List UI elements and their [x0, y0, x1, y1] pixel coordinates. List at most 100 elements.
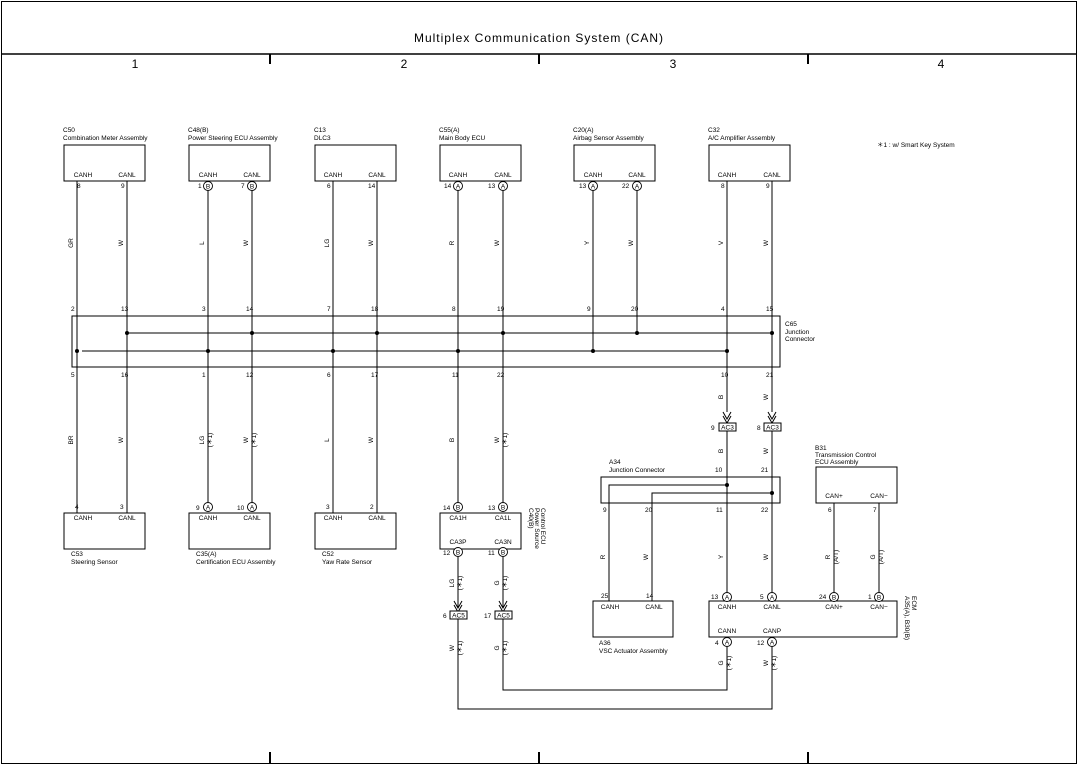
svg-text:Steering Sensor: Steering Sensor [71, 559, 118, 566]
wire-color: W [449, 644, 456, 651]
svg-text:C53: C53 [71, 551, 83, 558]
connector-ac3: AC3 AC3 9 8 [711, 411, 782, 432]
svg-text:B: B [456, 505, 460, 512]
wire-color: Y [718, 554, 725, 559]
svg-text:11: 11 [488, 550, 495, 557]
svg-text:A: A [770, 595, 775, 602]
svg-text:13: 13 [488, 183, 496, 190]
component-a36: CANH CANL 25 14 A36 VSC Actuator Assembl… [592, 593, 674, 655]
svg-text:C48(B): C48(B) [188, 127, 209, 134]
svg-text:10: 10 [237, 505, 245, 512]
svg-text:8: 8 [757, 425, 761, 432]
wire-color: W [118, 436, 125, 443]
svg-text:B: B [501, 505, 505, 512]
svg-text:Control ECU: Control ECU [539, 508, 546, 545]
svg-text:12: 12 [757, 640, 765, 647]
junction-pin-bottom: 11 [452, 372, 459, 379]
svg-text:9: 9 [603, 507, 607, 514]
svg-text:B: B [501, 550, 505, 557]
svg-text:Power Source: Power Source [533, 508, 540, 549]
svg-text:21: 21 [761, 467, 769, 474]
wire-color: R [600, 554, 607, 559]
wire-color: GR [68, 238, 75, 248]
svg-text:A: A [591, 184, 596, 191]
junction-a34: A34 Junction Connector 10 21 9 20 11 22 [600, 459, 781, 514]
svg-text:AC3: AC3 [721, 425, 734, 432]
junction-pin-bottom: 10 [721, 372, 729, 379]
component-c53: CANH CANL 4 3 C53 Steering Sensor [63, 504, 146, 566]
wire-color: L [324, 438, 331, 442]
svg-text:11: 11 [716, 507, 723, 514]
svg-text:5: 5 [760, 594, 764, 601]
svg-text:CANL: CANL [494, 172, 512, 179]
svg-text:CANH: CANH [199, 515, 218, 522]
svg-text:3: 3 [120, 504, 124, 511]
svg-text:13: 13 [579, 183, 587, 190]
svg-text:C65: C65 [785, 321, 797, 328]
svg-text:Combination Meter Assembly: Combination Meter Assembly [63, 135, 148, 142]
svg-text:A: A [725, 595, 730, 602]
svg-text:B: B [206, 184, 210, 191]
svg-text:8: 8 [77, 183, 81, 190]
svg-text:CANH: CANH [74, 515, 93, 522]
svg-text:CA1H: CA1H [449, 515, 467, 522]
svg-text:Transmission Control: Transmission Control [815, 452, 877, 459]
wire-color: LG [324, 239, 331, 248]
wire-color: W [628, 239, 635, 246]
svg-text:CANL: CANL [368, 172, 386, 179]
junction-pin-top: 4 [721, 306, 725, 313]
wire-color: Y [584, 240, 591, 245]
svg-text:CANL: CANL [243, 515, 261, 522]
svg-text:CANH: CANH [324, 515, 343, 522]
svg-text:7: 7 [241, 183, 245, 190]
note-star: (＊1) [207, 433, 214, 447]
junction-pin-top: 2 [71, 306, 75, 313]
junction-pin-bottom: 22 [497, 372, 505, 379]
junction-pin-top: 19 [497, 306, 505, 313]
wire-color: V [718, 240, 725, 245]
svg-text:CAN−: CAN− [870, 493, 888, 500]
svg-text:A: A [250, 505, 255, 512]
svg-text:Airbag Sensor Assembly: Airbag Sensor Assembly [573, 135, 645, 142]
wire-color: W [643, 553, 650, 560]
wire-color: W [118, 239, 125, 246]
svg-text:6: 6 [443, 613, 447, 620]
junction-pin-top: 9 [587, 306, 591, 313]
svg-text:CANH: CANH [324, 172, 343, 179]
wire-color: W [243, 239, 250, 246]
svg-text:CANH: CANH [601, 604, 620, 611]
svg-text:3: 3 [326, 504, 330, 511]
svg-text:C40(B): C40(B) [527, 508, 534, 529]
wire-color: LG [199, 436, 206, 445]
svg-text:CANH: CANH [449, 172, 468, 179]
component-c50: C50 Combination Meter Assembly CANH CANL… [63, 127, 148, 190]
svg-text:9: 9 [766, 183, 770, 190]
diagram-title: Multiplex Communication System (CAN) [414, 31, 664, 45]
svg-text:CA1L: CA1L [495, 515, 512, 522]
wire-color: W [494, 436, 501, 443]
component-c55: C55(A) Main Body ECU CANH CANL 14 A 13 A [439, 127, 522, 191]
wire-color: W [763, 659, 770, 666]
svg-text:9: 9 [121, 183, 125, 190]
svg-text:14: 14 [646, 593, 654, 600]
junction-pin-top: 13 [121, 306, 129, 313]
note-at: (A/T) [833, 550, 840, 564]
harness-lines [457, 431, 880, 710]
note-star: (＊1) [457, 576, 464, 590]
svg-text:14: 14 [443, 505, 451, 512]
wire-color: G [494, 645, 501, 650]
svg-text:13: 13 [488, 505, 496, 512]
svg-text:CAN+: CAN+ [825, 604, 843, 611]
wire-color: R [825, 554, 832, 559]
svg-text:CA3P: CA3P [450, 539, 467, 546]
svg-text:14: 14 [444, 183, 452, 190]
legend-note: ＊1 : w/ Smart Key System [877, 142, 955, 149]
component-c52: CANH CANL 3 2 C52 Yaw Rate Sensor [314, 504, 397, 566]
junction-pin-bottom: 17 [371, 372, 379, 379]
junction-pin-top: 14 [246, 306, 254, 313]
wire-color: W [368, 436, 375, 443]
wire-color: G [718, 660, 725, 665]
svg-text:22: 22 [761, 507, 769, 514]
